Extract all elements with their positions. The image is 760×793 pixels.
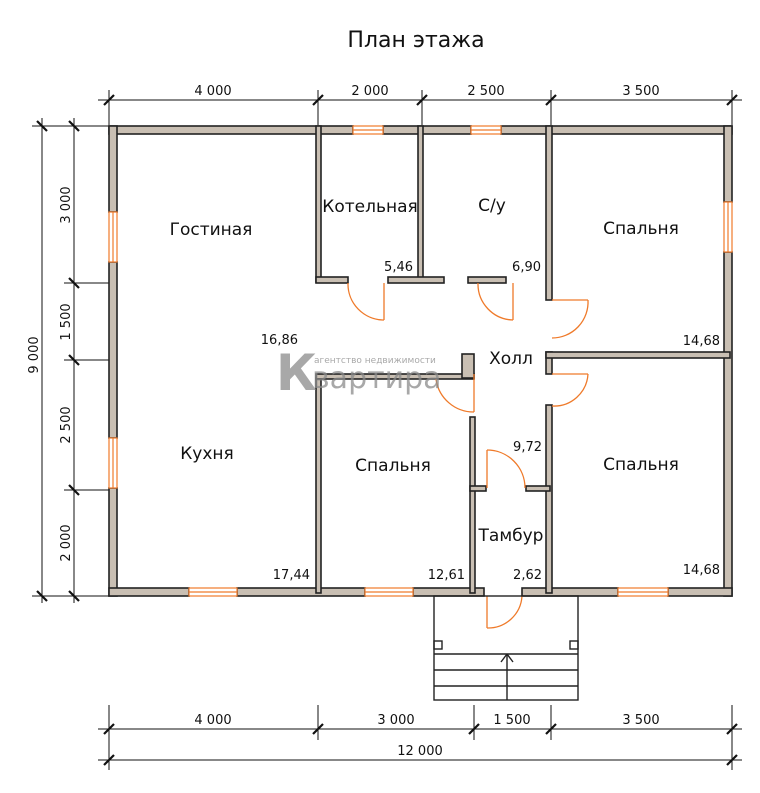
top-dimension-chain: 4 000 2 000 2 500 3 500 [98,84,742,125]
dim-bottom-4: 3 500 [622,713,659,728]
room-boiler-area: 5,46 [384,260,413,275]
dim-total-height: 9 000 [27,336,42,373]
room-vestibule-area: 2,62 [513,568,542,583]
left-dimension-chain: 9 000 3 000 1 500 2 500 2 000 [27,118,110,603]
dim-total-width: 12 000 [397,744,443,759]
dim-bottom-1: 4 000 [194,713,231,728]
room-living-area: 16,86 [261,333,298,348]
room-bedroom-s-name: Спальня [355,456,431,476]
dim-top-3: 2 500 [467,84,504,99]
room-bedroom-s-area: 12,61 [428,568,465,583]
dim-bottom-3: 1 500 [493,713,530,728]
dim-left-4: 2 000 [59,524,74,561]
dim-left-1: 3 000 [59,186,74,223]
dim-left-2: 1 500 [59,303,74,340]
room-bathroom-name: С/у [478,196,506,216]
room-bathroom-area: 6,90 [512,260,541,275]
watermark: К вартира агентство недвижимости [276,344,442,402]
dim-top-2: 2 000 [351,84,388,99]
room-kitchen-area: 17,44 [273,568,310,583]
room-kitchen-name: Кухня [180,444,234,464]
room-bedroom-ne-name: Спальня [603,219,679,239]
room-boiler-name: Котельная [322,197,417,217]
room-bedroom-ne-area: 14,68 [683,334,720,349]
dim-bottom-2: 3 000 [377,713,414,728]
bottom-dimension-chain: 4 000 3 000 1 500 3 500 12 000 [98,705,742,770]
dim-top-1: 4 000 [194,84,231,99]
doors [347,282,589,629]
room-bedroom-se-area: 14,68 [683,563,720,578]
room-hall-name: Холл [489,349,533,369]
svg-text:К: К [276,344,317,402]
room-labels: Гостиная 16,86 Котельная 5,46 С/у 6,90 С… [170,196,720,583]
svg-text:агентство недвижимости: агентство недвижимости [314,356,436,366]
plan-title: План этажа [347,28,484,53]
svg-text:вартира: вартира [312,361,442,396]
dim-top-4: 3 500 [622,84,659,99]
room-bedroom-se-name: Спальня [603,455,679,475]
porch-stairs [433,595,579,701]
room-living-name: Гостиная [170,220,253,240]
room-vestibule-name: Тамбур [478,526,544,546]
dim-left-3: 2 500 [59,406,74,443]
windows [108,125,733,597]
room-hall-area: 9,72 [513,440,542,455]
